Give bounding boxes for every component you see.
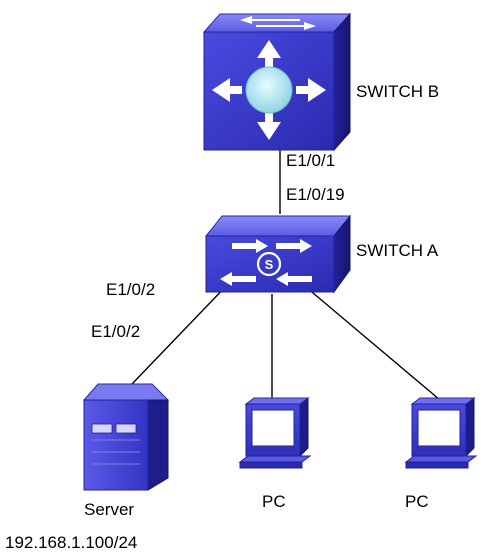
server[interactable]: Server 192.168.1.100/24 — [5, 383, 170, 552]
port-label-switch-a-to-server: E1/0/2 — [106, 280, 155, 299]
pc-1-label: PC — [262, 492, 286, 511]
layer3-switch-icon — [202, 12, 352, 152]
server-label: Server — [84, 500, 134, 519]
port-label-server: E1/0/2 — [91, 322, 140, 341]
switch-b-label: SWITCH B — [356, 82, 439, 101]
pc-monitor-icon — [404, 397, 478, 469]
link-switch-a-to-server — [131, 281, 231, 385]
pc-2-label: PC — [405, 492, 429, 511]
pc-monitor-icon — [238, 397, 312, 469]
port-label-switch-a-uplink: E1/0/19 — [286, 185, 345, 204]
links — [131, 147, 441, 401]
svg-text:S: S — [265, 257, 274, 272]
pc-2[interactable]: PC — [404, 397, 478, 511]
server-tower-icon — [82, 383, 170, 491]
port-label-switch-b-uplink: E1/0/1 — [286, 151, 335, 170]
switch-b[interactable]: SWITCH B — [202, 12, 439, 152]
layer2-switch-icon: S — [204, 214, 352, 294]
switch-a-label: SWITCH A — [356, 241, 439, 260]
pc-1[interactable]: PC — [238, 397, 312, 511]
link-switch-a-to-pc-2 — [299, 281, 441, 401]
server-ip-address: 192.168.1.100/24 — [5, 533, 137, 552]
switch-a[interactable]: S SWITCH A — [204, 214, 439, 294]
